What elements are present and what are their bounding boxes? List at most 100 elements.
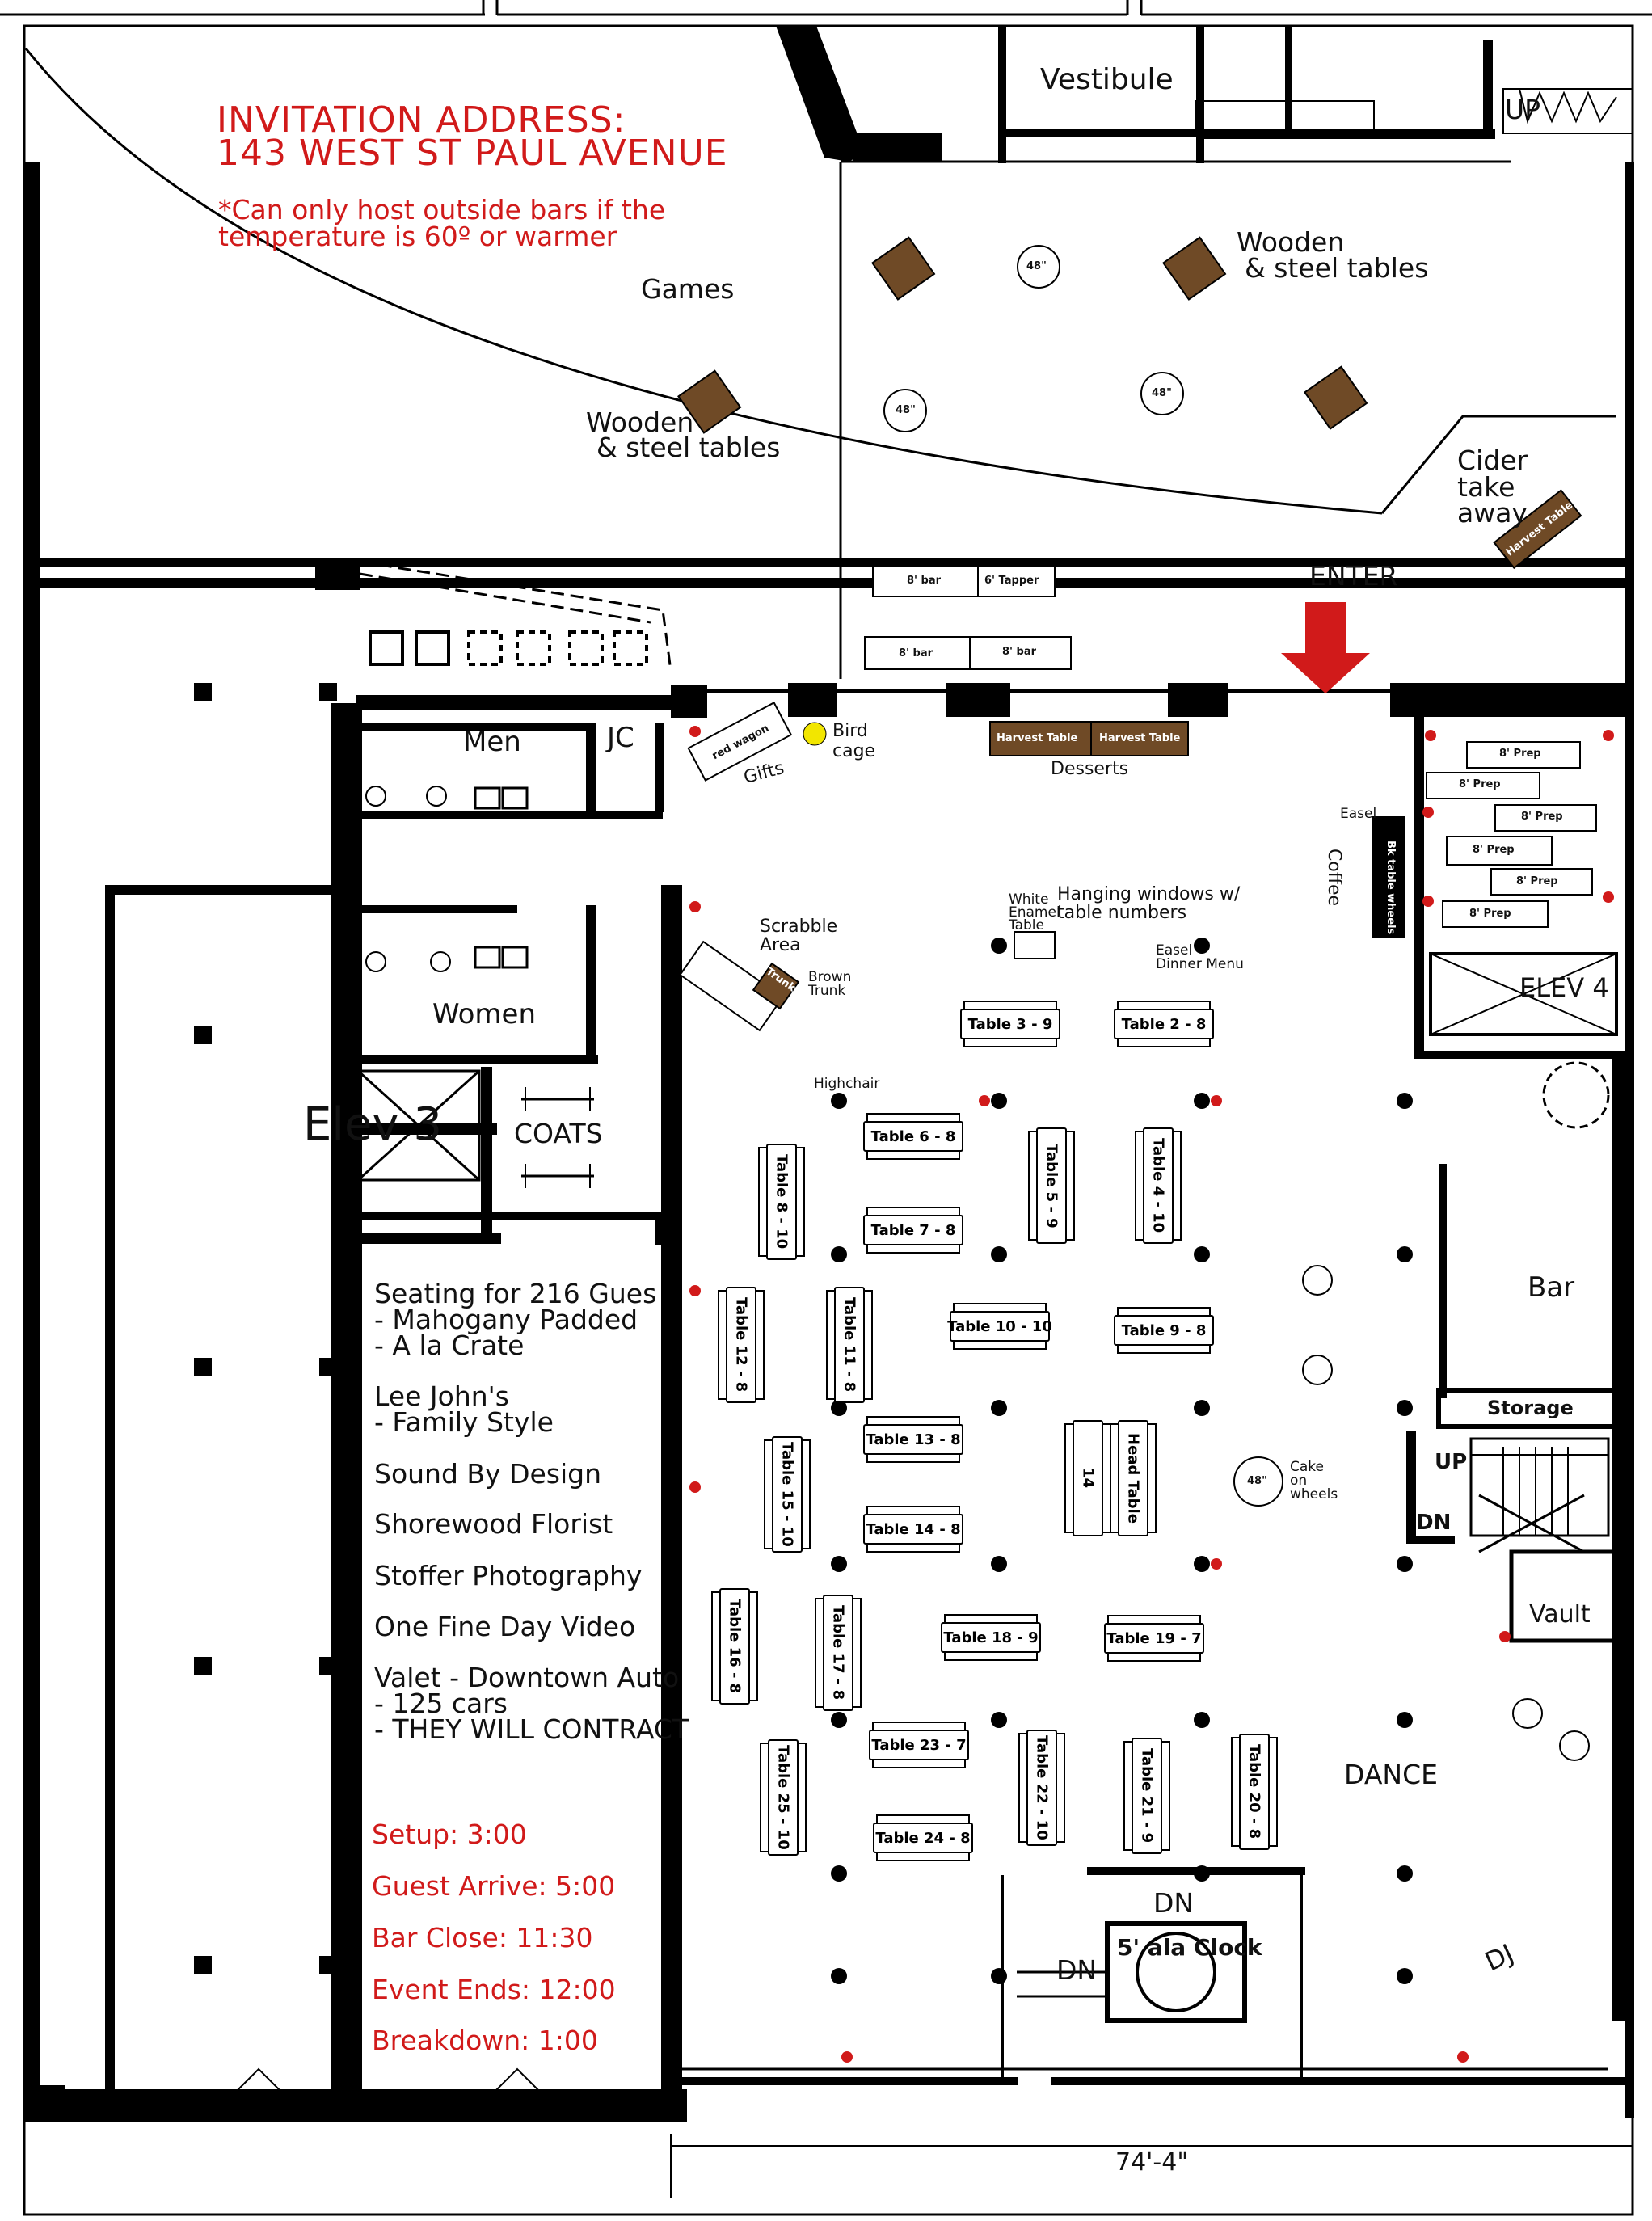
- storage-label: Storage: [1487, 1397, 1574, 1419]
- schedule-breakdown: Breakdown: 1:00: [372, 2025, 598, 2056]
- brown-trunk-label-2: Trunk: [808, 983, 846, 999]
- info-video: One Fine Day Video: [374, 1611, 636, 1642]
- easel-menu-label-2: Dinner Menu: [1156, 956, 1244, 972]
- seating-table-t15: Head Table: [1118, 1420, 1148, 1536]
- seating-table-t18: Table 18 - 9: [941, 1622, 1041, 1653]
- seating-table-t13: Table 14 - 8: [863, 1514, 963, 1545]
- elevator-3-label: Elev 3: [303, 1098, 442, 1151]
- cake-label-1: Cake: [1290, 1459, 1324, 1475]
- hanging-windows-label-1: Hanging windows w/: [1057, 884, 1241, 904]
- invitation-title: INVITATION ADDRESS:: [217, 99, 626, 141]
- info-contract: - THEY WILL CONTRACT: [374, 1713, 689, 1745]
- seating-table-t1: Table 3 - 9: [960, 1009, 1060, 1039]
- down-label-1: DN: [1153, 1887, 1195, 1919]
- wooden-tables-label-2b: & steel tables: [596, 432, 781, 463]
- cider-label-2: take: [1457, 471, 1515, 503]
- info-seating: Seating for 216 Gues: [374, 1278, 657, 1309]
- seating-table-t19: Table 19 - 7: [1104, 1623, 1204, 1654]
- seating-table-t17: Table 17 - 8: [823, 1595, 853, 1711]
- info-sound: Sound By Design: [374, 1458, 601, 1490]
- info-mahogany: - Mahogany Padded: [374, 1304, 638, 1335]
- invitation-note-1: *Can only host outside bars if the: [218, 194, 666, 225]
- cake-label-2: on: [1290, 1473, 1308, 1489]
- coats-label: COATS: [514, 1118, 603, 1149]
- seating-table-t11: Table 9 - 8: [1114, 1315, 1214, 1346]
- prep-table-label-4: 8' Prep: [1473, 844, 1515, 856]
- coffee-label: Coffee: [1324, 849, 1344, 907]
- seating-table-t20: Table 23 - 7: [869, 1730, 969, 1760]
- easel-menu-label-1: Easel: [1156, 942, 1193, 959]
- info-caterer: Lee John's: [374, 1380, 509, 1412]
- seating-table-t2: Table 2 - 8: [1114, 1009, 1214, 1039]
- down-label-2: DN: [1056, 1954, 1098, 1986]
- prep-table-label-2: 8' Prep: [1459, 778, 1501, 790]
- seating-table-t25: Table 20 - 8: [1239, 1734, 1270, 1850]
- elevator-4-label: ELEV 4: [1519, 972, 1609, 1003]
- white-enamel-label-1: White: [1009, 891, 1049, 908]
- schedule-guest-arrive: Guest Arrive: 5:00: [372, 1870, 616, 1902]
- jc-label: JC: [607, 722, 634, 754]
- birdcage-label-2: cage: [832, 741, 876, 761]
- scrabble-label-1: Scrabble: [760, 917, 838, 937]
- seating-table-t6: Table 5 - 9: [1036, 1127, 1067, 1244]
- round-table-48-2: 48": [896, 404, 916, 416]
- cider-label-1: Cider: [1457, 445, 1528, 476]
- brown-trunk-label-1: Brown: [808, 969, 852, 985]
- highchair-label: Highchair: [814, 1076, 880, 1092]
- stair-down-label: DN: [1416, 1511, 1452, 1535]
- bar-table-label-1: 8' bar: [907, 575, 942, 587]
- dance-floor-label: DANCE: [1344, 1759, 1438, 1790]
- invitation-address: 143 WEST ST PAUL AVENUE: [217, 133, 728, 174]
- bar-table-label-2: 8' bar: [899, 647, 933, 660]
- seating-table-t4: Table 7 - 8: [863, 1215, 963, 1245]
- vault-label: Vault: [1529, 1600, 1591, 1629]
- bar-table-label-3: 8' bar: [1002, 646, 1037, 658]
- white-enamel-label-3: Table: [1009, 917, 1044, 933]
- invitation-note-2: temperature is 60º or warmer: [218, 221, 617, 252]
- wooden-tables-label-1b: & steel tables: [1245, 252, 1429, 284]
- stair-up-label: UP: [1435, 1450, 1468, 1474]
- info-florist: Shorewood Florist: [374, 1508, 613, 1540]
- schedule-event-ends: Event Ends: 12:00: [372, 1974, 616, 2005]
- men-restroom-label: Men: [463, 726, 521, 758]
- schedule-setup: Setup: 3:00: [372, 1819, 527, 1850]
- scrabble-label-2: Area: [760, 935, 801, 955]
- up-label-top: UP: [1505, 94, 1541, 125]
- info-cars: - 125 cars: [374, 1688, 508, 1719]
- round-table-48-cake: 48": [1247, 1475, 1267, 1487]
- round-table-48-3: 48": [1152, 387, 1172, 399]
- seating-table-t7: Table 4 - 10: [1143, 1127, 1174, 1244]
- cake-label-3: wheels: [1290, 1486, 1338, 1502]
- tapper-table-label: 6' Tapper: [984, 575, 1039, 587]
- info-crate: - A la Crate: [374, 1330, 525, 1361]
- seating-table-t8: Table 12 - 8: [726, 1287, 756, 1403]
- cider-label-3: away: [1457, 497, 1528, 529]
- wooden-tables-label-1a: Wooden: [1237, 226, 1345, 258]
- bar-label: Bar: [1528, 1271, 1575, 1304]
- seating-table-t21: Table 24 - 8: [873, 1823, 973, 1853]
- harvest-table-label-1: Harvest Table: [997, 732, 1078, 744]
- seating-table-t12: Table 13 - 8: [863, 1424, 963, 1455]
- seating-table-t15b: 14: [1073, 1420, 1103, 1536]
- enter-label: ENTER: [1309, 560, 1398, 592]
- info-valet: Valet - Downtown Auto: [374, 1662, 680, 1693]
- seating-table-t5: Table 8 - 10: [766, 1144, 797, 1260]
- prep-table-label-1: 8' Prep: [1499, 748, 1541, 760]
- clock-label: 5' ala Clock: [1117, 1934, 1262, 1961]
- seating-table-t24: Table 21 - 9: [1132, 1738, 1162, 1854]
- women-restroom-label: Women: [432, 998, 537, 1030]
- desserts-label: Desserts: [1051, 759, 1129, 779]
- seating-table-t22: Table 25 - 10: [768, 1739, 799, 1856]
- dimension-label: 74'-4": [1115, 2148, 1189, 2177]
- seating-table-t9: Table 11 - 8: [834, 1287, 865, 1403]
- schedule-bar-close: Bar Close: 11:30: [372, 1922, 593, 1953]
- info-family-style: - Family Style: [374, 1406, 554, 1438]
- seating-table-t3: Table 6 - 8: [863, 1121, 963, 1152]
- seating-table-t23: Table 22 - 10: [1026, 1730, 1057, 1846]
- seating-table-t10: Table 10 - 10: [947, 1311, 1052, 1342]
- prep-table-label-6: 8' Prep: [1469, 908, 1511, 920]
- seating-table-t16: Table 16 - 8: [719, 1588, 750, 1705]
- harvest-table-label-2: Harvest Table: [1099, 732, 1181, 744]
